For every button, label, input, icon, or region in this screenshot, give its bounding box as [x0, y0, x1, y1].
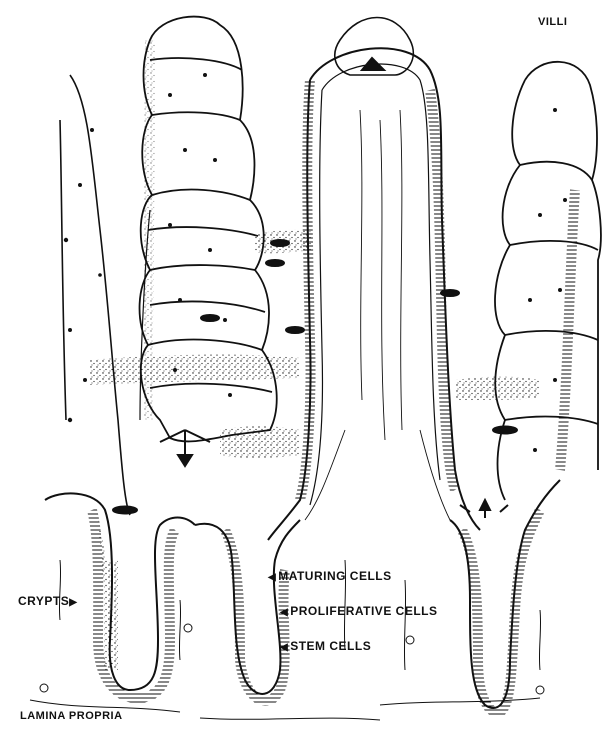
crypts-text: CRYPTS — [18, 594, 69, 608]
crypts-label: CRYPTS▶ — [18, 594, 79, 608]
stem-cells-label: ◀STEM CELLS — [280, 639, 371, 653]
arrow-left-icon: ◀ — [280, 607, 288, 618]
stem-cells-text: STEM CELLS — [290, 639, 371, 653]
arrow-right-icon: ▶ — [69, 597, 77, 608]
proliferative-cells-text: PROLIFERATIVE CELLS — [290, 604, 437, 618]
lamina-propria-label: LAMINA PROPRIA — [20, 710, 123, 722]
central-villus — [268, 18, 480, 541]
arrow-left-icon: ◀ — [268, 572, 276, 583]
villi-label: VILLI — [538, 16, 567, 28]
proliferative-cells-label: ◀PROLIFERATIVE CELLS — [280, 604, 438, 618]
maturing-cells-text: MATURING CELLS — [278, 569, 391, 583]
arrow-left-icon: ◀ — [280, 642, 288, 653]
crypt-right — [450, 480, 560, 712]
maturing-cells-label: ◀MATURING CELLS — [268, 569, 392, 583]
left-villus — [60, 75, 130, 515]
right-villus — [495, 62, 601, 500]
